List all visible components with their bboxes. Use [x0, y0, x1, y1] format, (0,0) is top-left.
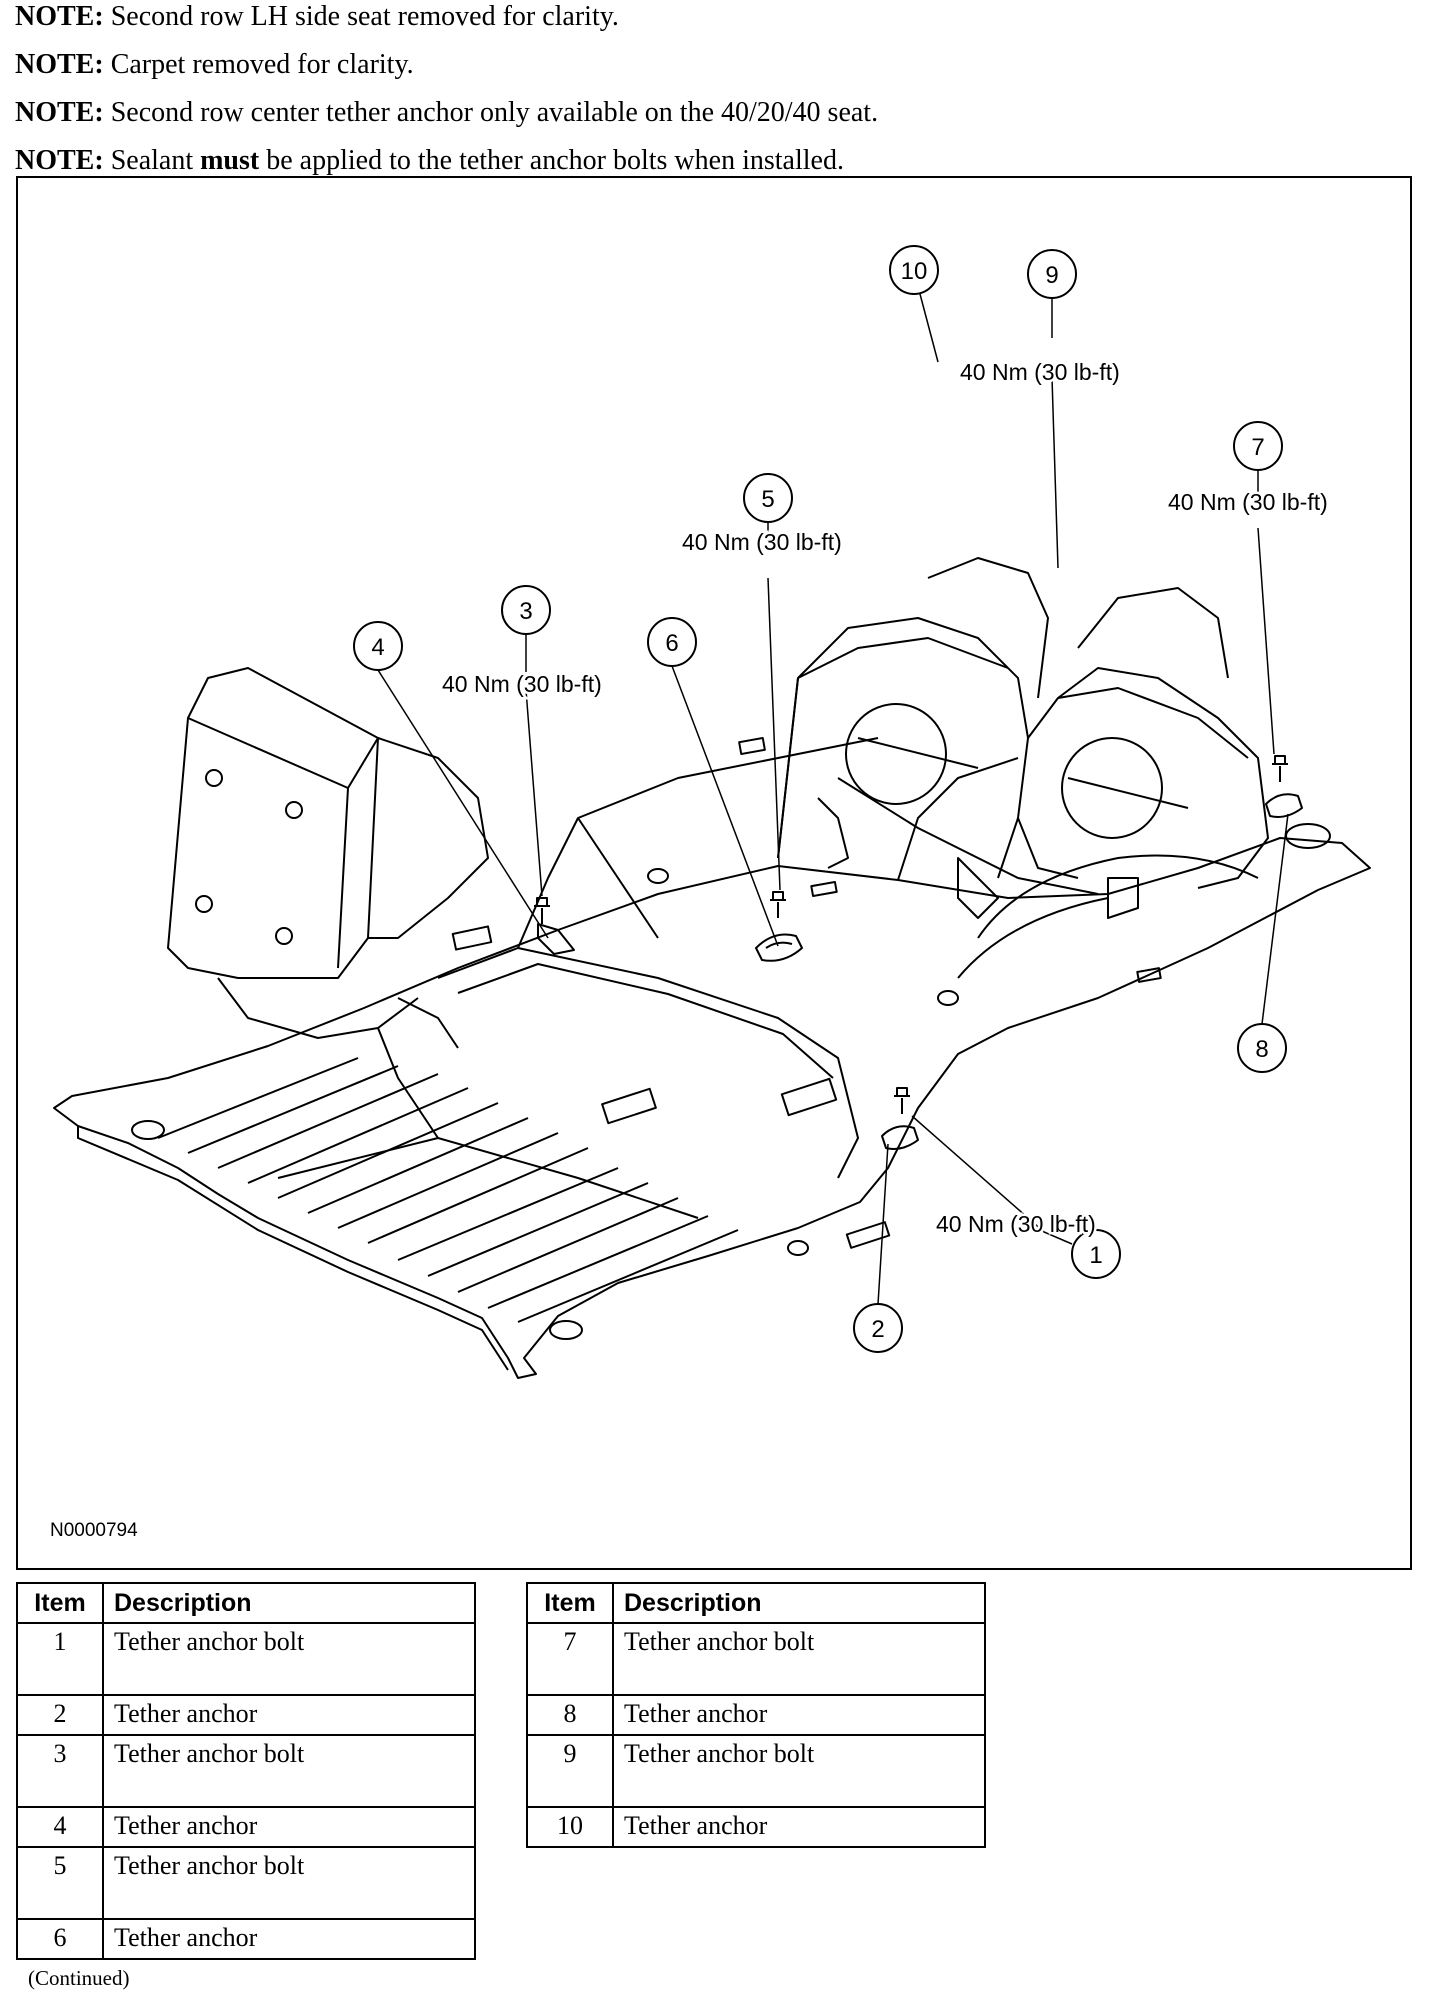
callout-9-label: 9	[1045, 262, 1058, 289]
callout-7-circle: 7	[1233, 421, 1283, 471]
note-text: Second row center tether anchor only ava…	[110, 97, 879, 128]
item-number: 7	[526, 1622, 614, 1696]
notes-section: NOTE: Second row LH side seat removed fo…	[15, 0, 1415, 192]
item-description: Tether anchor bolt	[612, 1734, 986, 1808]
callout-8-label: 8	[1255, 1036, 1268, 1063]
callout-5-label: 5	[761, 486, 774, 513]
callout-10-circle: 10	[889, 245, 939, 295]
table-header-row: Item Description	[526, 1582, 986, 1624]
note-3: NOTE: Second row center tether anchor on…	[15, 96, 1415, 144]
item-description: Tether anchor bolt	[102, 1734, 476, 1808]
bolt-3	[534, 897, 550, 924]
item-description: Tether anchor	[102, 1806, 476, 1848]
header-description: Description	[612, 1582, 986, 1624]
floor-pan-illustration: 10 9 7 5 3 6 4 8 1 2 40 Nm (30 lb-ft) 40…	[50, 245, 1371, 1541]
callout-4-circle: 4	[353, 621, 403, 671]
note-emphasis: must	[200, 145, 260, 176]
bolt-7	[1272, 755, 1288, 782]
header-item: Item	[16, 1582, 104, 1624]
note-text-after: be applied to the tether anchor bolts wh…	[266, 145, 844, 176]
item-description: Tether anchor bolt	[102, 1622, 476, 1696]
callout-6-label: 6	[665, 630, 678, 657]
callout-3-circle: 3	[501, 585, 551, 635]
item-description: Tether anchor bolt	[612, 1622, 986, 1696]
item-number: 5	[16, 1846, 104, 1920]
callout-5-circle: 5	[743, 473, 793, 523]
callout-6-circle: 6	[647, 617, 697, 667]
note-label: NOTE:	[15, 97, 104, 128]
item-number: 2	[16, 1694, 104, 1736]
note-4: NOTE: Sealant must be applied to the tet…	[15, 144, 1415, 192]
callout-9-circle: 9	[1027, 249, 1077, 299]
note-label: NOTE:	[15, 49, 104, 80]
continued-footer: (Continued)	[28, 1966, 130, 1990]
figure-code: N0000794	[50, 1520, 138, 1541]
torque-label-9: 40 Nm (30 lb-ft)	[960, 359, 1120, 385]
item-description: Tether anchor	[612, 1806, 986, 1848]
item-number: 8	[526, 1694, 614, 1736]
callout-3-label: 3	[519, 598, 532, 625]
item-description: Tether anchor	[102, 1918, 476, 1960]
note-label: NOTE:	[15, 145, 104, 176]
callout-2-label: 2	[871, 1316, 884, 1343]
callout-1-circle: 1	[1071, 1229, 1121, 1279]
note-text: Carpet removed for clarity.	[110, 49, 414, 80]
note-text-before: Sealant	[110, 145, 194, 176]
torque-label-1: 40 Nm (30 lb-ft)	[936, 1211, 1096, 1237]
item-description: Tether anchor	[102, 1694, 476, 1736]
item-number: 4	[16, 1806, 104, 1848]
anchor-6	[755, 933, 803, 962]
note-2: NOTE: Carpet removed for clarity.	[15, 48, 1415, 96]
callout-circles: 10 9 7 5 3 6 4 8 1 2	[353, 245, 1287, 1353]
callout-4-label: 4	[371, 634, 384, 661]
anchor-8	[1265, 793, 1303, 818]
callout-2-circle: 2	[853, 1303, 903, 1353]
header-description: Description	[102, 1582, 476, 1624]
item-number: 1	[16, 1622, 104, 1696]
bolt-1	[894, 1087, 910, 1114]
item-number: 3	[16, 1734, 104, 1808]
torque-label-7: 40 Nm (30 lb-ft)	[1168, 489, 1328, 515]
anchor-2	[881, 1125, 919, 1150]
callout-10-label: 10	[901, 258, 928, 285]
anchor-4	[537, 923, 575, 955]
torque-labels: 40 Nm (30 lb-ft) 40 Nm (30 lb-ft) 40 Nm …	[440, 357, 1331, 1240]
item-number: 10	[526, 1806, 614, 1848]
note-1: NOTE: Second row LH side seat removed fo…	[15, 0, 1415, 48]
torque-label-5: 40 Nm (30 lb-ft)	[682, 529, 842, 555]
item-number: 9	[526, 1734, 614, 1808]
item-description: Tether anchor bolt	[102, 1846, 476, 1920]
leader-lines	[377, 293, 1289, 1305]
bolt-5	[770, 891, 786, 918]
callout-7-label: 7	[1251, 434, 1264, 461]
floor-pan-drawing	[53, 557, 1371, 1379]
header-item: Item	[526, 1582, 614, 1624]
item-number: 6	[16, 1918, 104, 1960]
item-description: Tether anchor	[612, 1694, 986, 1736]
diagram-figure: 10 9 7 5 3 6 4 8 1 2 40 Nm (30 lb-ft) 40…	[16, 176, 1412, 1570]
torque-label-3: 40 Nm (30 lb-ft)	[442, 671, 602, 697]
table-header-row: Item Description	[16, 1582, 476, 1624]
note-text: Second row LH side seat removed for clar…	[110, 1, 619, 32]
note-label: NOTE:	[15, 1, 104, 32]
callout-1-label: 1	[1089, 1242, 1102, 1269]
callout-8-circle: 8	[1237, 1023, 1287, 1073]
